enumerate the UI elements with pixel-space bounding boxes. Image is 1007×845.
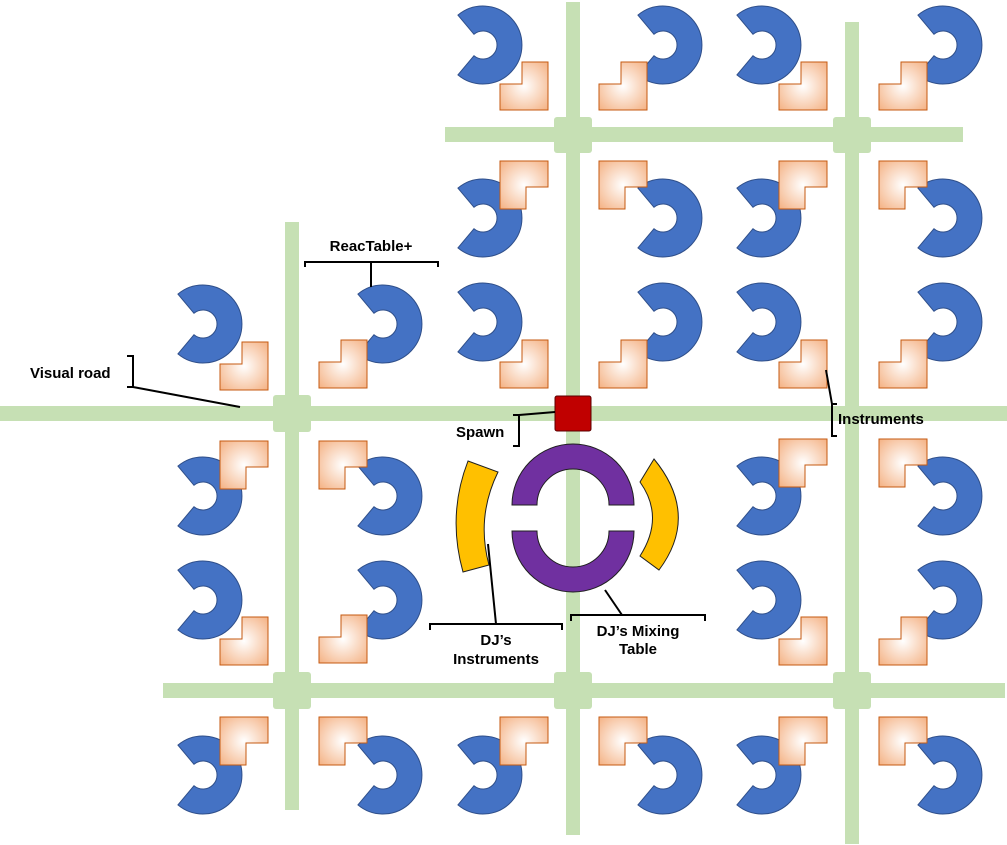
dj-instruments-bracket: [429, 543, 563, 630]
instrument-disc: [457, 282, 523, 362]
road-intersection: [833, 117, 871, 153]
road-intersection: [273, 672, 311, 709]
instrument-square: [878, 616, 928, 666]
instrument-disc: [637, 282, 703, 362]
road-horizontal-top: [445, 127, 963, 142]
instrument-square: [318, 716, 368, 766]
instrument-square: [778, 716, 828, 766]
instrument-disc: [917, 456, 983, 536]
instrument-square: [499, 160, 549, 210]
spawn-marker: [554, 395, 592, 432]
instrument-disc: [357, 456, 423, 536]
spawn-label: Spawn: [456, 424, 504, 441]
instrument-disc: [736, 560, 802, 640]
instrument-square: [878, 160, 928, 210]
visual-road-bracket: [127, 355, 241, 408]
instrument-square: [598, 61, 648, 111]
dj-area: [455, 443, 679, 593]
instrument-square: [499, 61, 549, 111]
instrument-disc: [357, 284, 423, 364]
instrument-square: [318, 440, 368, 490]
instrument-disc: [736, 5, 802, 85]
instrument-square: [878, 716, 928, 766]
instrument-square: [778, 438, 828, 488]
mixing-table-upper-arc: [511, 443, 635, 506]
instrument-square: [778, 339, 828, 389]
dj-instrument-left: [455, 460, 499, 573]
instrument-disc: [637, 735, 703, 815]
instrument-square: [598, 160, 648, 210]
instrument-disc: [917, 178, 983, 258]
instrument-disc: [917, 282, 983, 362]
instrument-square: [878, 339, 928, 389]
spawn-bracket: [513, 411, 556, 447]
road-intersection: [273, 395, 311, 432]
instrument-disc: [357, 560, 423, 640]
road-horizontal-middle: [0, 406, 1007, 421]
instrument-stations: [177, 5, 983, 815]
instrument-square: [318, 339, 368, 389]
instrument-disc: [177, 560, 243, 640]
instrument-square: [219, 341, 269, 391]
instrument-square: [598, 339, 648, 389]
dj-mixing-table-label-line1: DJ’s Mixing: [597, 623, 680, 640]
instrument-square: [778, 160, 828, 210]
road-intersection: [554, 672, 592, 709]
instrument-square: [598, 716, 648, 766]
annotation-lines: [127, 261, 837, 630]
road-intersection: [554, 117, 592, 153]
instruments-label: Instruments: [838, 411, 924, 428]
instrument-square: [219, 616, 269, 666]
instrument-square: [499, 339, 549, 389]
instrument-square: [878, 61, 928, 111]
instrument-disc: [637, 178, 703, 258]
instrument-square: [778, 616, 828, 666]
dj-instruments-label-line1: DJ’s: [480, 632, 511, 649]
instrument-disc: [917, 735, 983, 815]
instrument-square: [318, 614, 368, 664]
dj-instruments-label-line2: Instruments: [453, 651, 539, 668]
instrument-disc: [917, 560, 983, 640]
instrument-square: [219, 716, 269, 766]
reactable-bracket: [304, 261, 439, 287]
instruments-bracket: [825, 369, 837, 437]
instrument-square: [878, 438, 928, 488]
reactable-label: ReacTable+: [330, 238, 413, 255]
instrument-disc: [736, 282, 802, 362]
instrument-square: [219, 440, 269, 490]
instrument-disc: [177, 284, 243, 364]
road-vertical-left: [285, 222, 299, 810]
road-intersection: [833, 672, 871, 709]
dj-mixing-bracket: [570, 589, 706, 621]
instrument-square: [778, 61, 828, 111]
instrument-disc: [357, 735, 423, 815]
dj-instrument-right: [639, 458, 679, 571]
instrument-disc: [457, 5, 523, 85]
instrument-disc: [917, 5, 983, 85]
road-vertical-right: [845, 22, 859, 844]
dj-mixing-table-label-line2: Table: [619, 641, 657, 658]
mixing-table-lower-arc: [511, 530, 635, 593]
instrument-disc: [637, 5, 703, 85]
instrument-square: [499, 716, 549, 766]
visual-road-label: Visual road: [30, 365, 111, 382]
